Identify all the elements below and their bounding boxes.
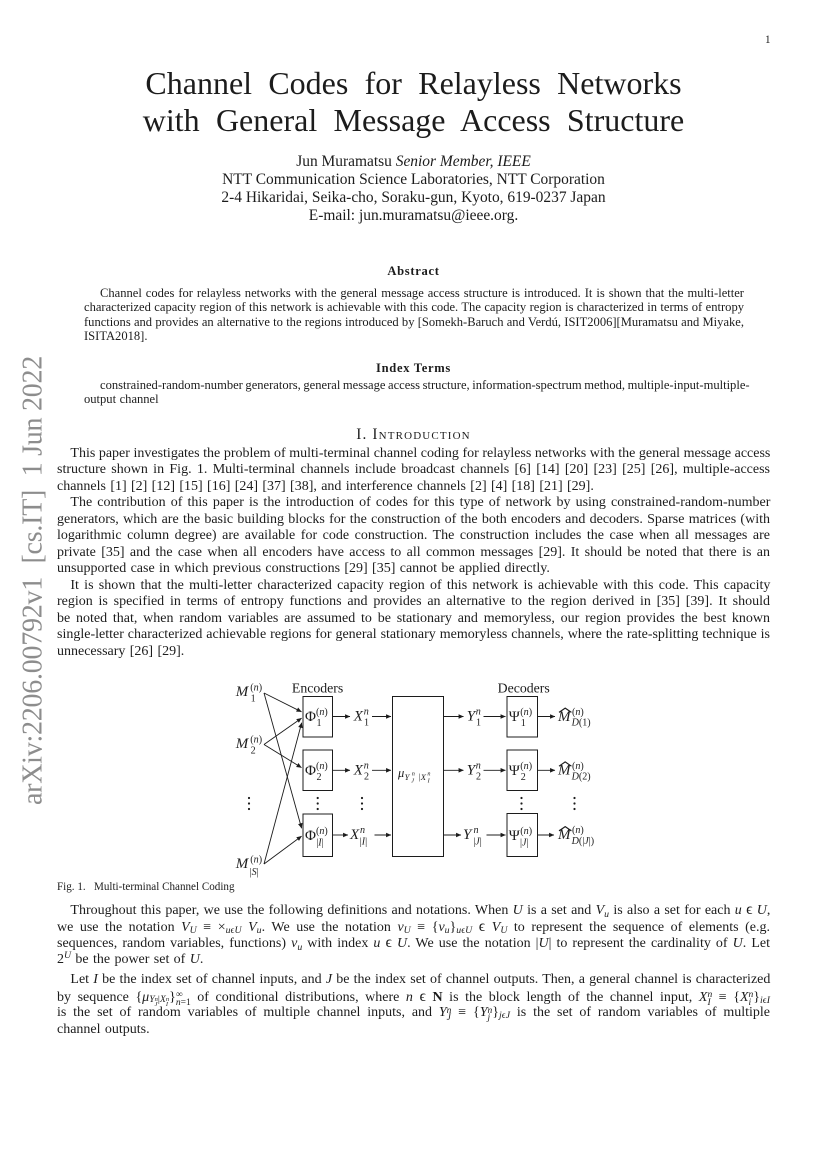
svg-text:M: M [557,709,572,725]
svg-text:Ψ: Ψ [509,709,521,725]
svg-text:|I|: |I| [360,837,367,848]
svg-text:Y: Y [463,827,473,843]
svg-text:M: M [557,827,572,843]
svg-text:n: n [364,760,369,771]
svg-text:1: 1 [251,694,256,705]
svg-text:(n): (n) [572,707,584,718]
svg-text:J: J [411,777,414,784]
svg-text:Y: Y [405,772,411,782]
svg-text:|J|: |J| [473,837,482,848]
svg-text:2: 2 [521,772,526,783]
svg-text:(n): (n) [572,825,584,836]
svg-text:(n): (n) [316,761,328,772]
svg-text:|S|: |S| [250,867,259,878]
svg-text:(n): (n) [250,855,262,866]
svg-text:X: X [353,709,364,725]
svg-text:μ: μ [397,766,404,780]
svg-text:M: M [557,762,572,778]
svg-text:(n): (n) [520,761,532,772]
svg-text:2: 2 [251,746,256,757]
svg-text:Φ: Φ [305,763,316,779]
svg-text:n: n [476,707,481,718]
svg-text:(n): (n) [250,683,262,694]
svg-text:I: I [427,777,431,784]
svg-text:|J|: |J| [520,838,529,849]
svg-text:(n): (n) [316,826,328,837]
svg-text:M: M [235,684,250,700]
svg-text:(n): (n) [250,735,262,746]
svg-text:(n): (n) [316,707,328,718]
svg-text:D(2): D(2) [571,771,591,782]
svg-text:1: 1 [364,718,369,729]
svg-text:Y: Y [467,709,477,725]
svg-text:D(|J|): D(|J|) [571,836,595,847]
svg-text:n: n [476,760,481,771]
svg-text:Ψ: Ψ [509,828,521,844]
svg-text:2: 2 [476,771,481,782]
svg-text:Φ: Φ [305,709,316,725]
svg-text:Encoders: Encoders [292,681,343,696]
svg-text:1: 1 [476,718,481,729]
svg-text:(n): (n) [572,761,584,772]
svg-text:1: 1 [317,718,322,729]
svg-text:X: X [420,772,427,782]
svg-text:M: M [235,736,250,752]
svg-text:n: n [474,825,479,836]
svg-text:1: 1 [521,718,526,729]
svg-text:|I|: |I| [316,838,323,849]
svg-text:(n): (n) [520,826,532,837]
svg-text:Decoders: Decoders [498,681,550,696]
svg-text:Φ: Φ [305,828,316,844]
svg-text:Y: Y [467,762,477,778]
svg-text:Ψ: Ψ [509,763,521,779]
svg-text:n: n [360,825,365,836]
svg-text:n: n [427,770,430,777]
svg-text:D(1): D(1) [571,718,591,729]
svg-text:2: 2 [364,771,369,782]
svg-text:|: | [418,772,420,782]
svg-text:(n): (n) [520,707,532,718]
svg-text:n: n [364,707,369,718]
svg-text:n: n [412,770,415,777]
svg-text:2: 2 [317,772,322,783]
svg-text:X: X [353,762,364,778]
svg-text:X: X [349,827,360,843]
svg-text:M: M [235,856,250,872]
